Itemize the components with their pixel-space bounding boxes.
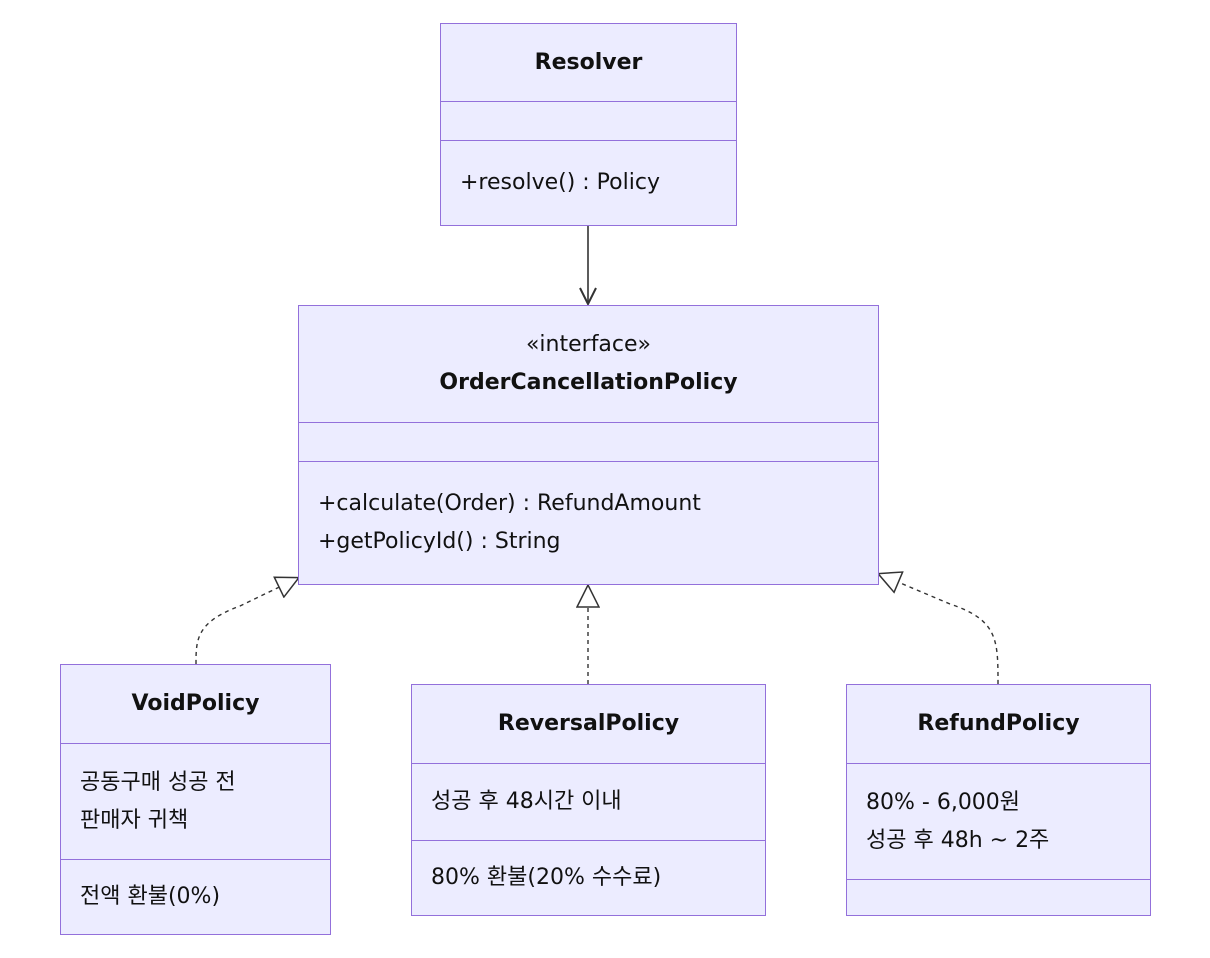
void-attribute-line: 판매자 귀책 — [80, 807, 189, 833]
class-reversal-header: ReversalPolicy — [412, 685, 765, 763]
class-refund-header: RefundPolicy — [847, 685, 1150, 763]
edge-void-realizes-policy — [195, 578, 298, 665]
class-policy-attributes — [299, 422, 878, 461]
refund-attribute-line: 성공 후 48h ~ 2주 — [866, 827, 1050, 853]
reversal-attribute-line: 성공 후 48시간 이내 — [431, 789, 622, 814]
class-reversal-attributes: 성공 후 48시간 이내 — [412, 763, 765, 840]
method-get-policy-id: +getPolicyId() : String — [318, 529, 561, 554]
class-refund-name: RefundPolicy — [917, 711, 1080, 736]
class-resolver[interactable]: Resolver +resolve() : Policy — [440, 23, 737, 226]
class-void-methods: 전액 환불(0%) — [61, 859, 330, 934]
class-resolver-name: Resolver — [534, 49, 643, 75]
class-refund-methods — [847, 879, 1150, 915]
class-reversal-methods: 80% 환불(20% 수수료) — [412, 840, 765, 915]
method-calculate: +calculate(Order) : RefundAmount — [318, 491, 701, 516]
class-refund-policy[interactable]: RefundPolicy 80% - 6,000원 성공 후 48h ~ 2주 — [846, 684, 1151, 916]
class-policy-methods: +calculate(Order) : RefundAmount +getPol… — [299, 461, 878, 584]
class-void-policy[interactable]: VoidPolicy 공동구매 성공 전 판매자 귀책 전액 환불(0%) — [60, 664, 331, 935]
class-resolver-header: Resolver — [441, 24, 736, 101]
class-void-header: VoidPolicy — [61, 665, 330, 743]
class-void-name: VoidPolicy — [131, 691, 260, 716]
class-policy-header: «interface» OrderCancellationPolicy — [299, 306, 878, 422]
refund-attribute-line: 80% - 6,000원 — [866, 789, 1021, 815]
class-refund-attributes: 80% - 6,000원 성공 후 48h ~ 2주 — [847, 763, 1150, 879]
reversal-method-line: 80% 환불(20% 수수료) — [431, 865, 662, 890]
class-resolver-methods: +resolve() : Policy — [441, 140, 736, 225]
class-void-attributes: 공동구매 성공 전 판매자 귀책 — [61, 743, 330, 859]
void-method-line: 전액 환불(0%) — [80, 884, 221, 909]
method-resolve: +resolve() : Policy — [460, 170, 660, 195]
class-policy-stereotype: «interface» — [525, 332, 652, 357]
void-attribute-line: 공동구매 성공 전 — [80, 769, 236, 795]
class-resolver-attributes — [441, 101, 736, 140]
class-order-cancellation-policy[interactable]: «interface» OrderCancellationPolicy +cal… — [298, 305, 879, 585]
edge-refund-realizes-policy — [879, 574, 999, 685]
class-policy-name: OrderCancellationPolicy — [439, 370, 738, 395]
class-reversal-policy[interactable]: ReversalPolicy 성공 후 48시간 이내 80% 환불(20% 수… — [411, 684, 766, 916]
class-reversal-name: ReversalPolicy — [497, 711, 680, 736]
